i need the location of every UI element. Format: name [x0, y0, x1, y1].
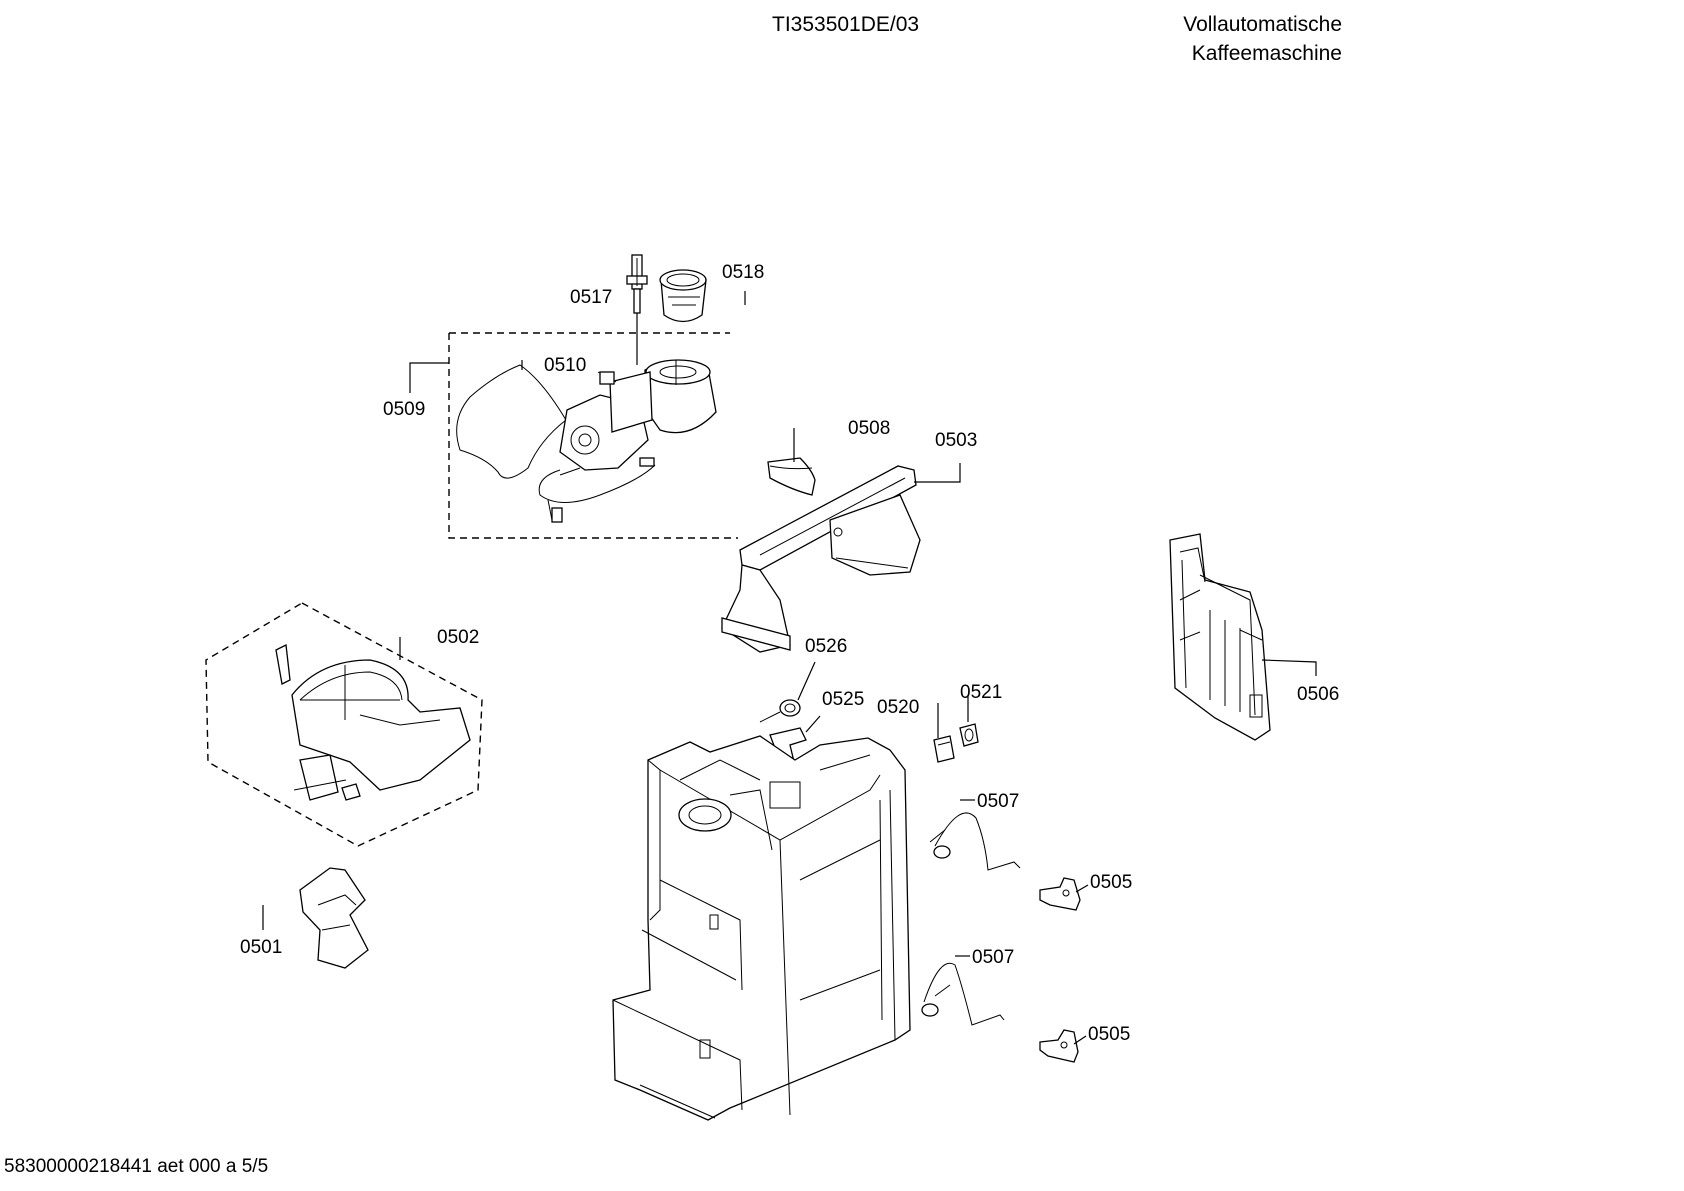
part-0517-pin-drawing [626, 254, 648, 314]
part-label-0508: 0508 [848, 418, 890, 439]
part-label-0509: 0509 [383, 399, 425, 420]
part-label-0501: 0501 [240, 937, 282, 958]
leader-0509 [409, 362, 449, 393]
part-0505-clamp-drawing-upper [1039, 877, 1081, 911]
leader-0525 [805, 715, 821, 733]
part-0506-board-drawing [1169, 533, 1271, 741]
model-number: TI353501DE/03 [772, 13, 919, 36]
leader-0505-upper [1075, 884, 1089, 893]
part-label-0526: 0526 [805, 636, 847, 657]
part-label-0505-upper: 0505 [1090, 872, 1132, 893]
description-line-2: Kaffeemaschine [1192, 42, 1342, 65]
part-0502-brew-unit-drawing [275, 644, 471, 801]
part-0518-cap-drawing [659, 269, 707, 323]
part-0507-cable-drawing-upper [929, 812, 1021, 871]
document-code: 58300000218441 aet 000 a 5/5 [4, 1156, 268, 1177]
leader-0505-lower [1073, 1035, 1087, 1045]
grinder-assembly-drawing [538, 359, 717, 523]
part-label-0503: 0503 [935, 430, 977, 451]
description-line-1: Vollautomatische [1183, 13, 1342, 36]
group-0502-boundary [205, 602, 483, 847]
part-label-0520: 0520 [877, 697, 919, 718]
part-0507-cable-drawing-lower [921, 962, 1005, 1026]
part-label-0525: 0525 [822, 689, 864, 710]
part-label-0518: 0518 [722, 262, 764, 283]
part-label-0506: 0506 [1297, 684, 1339, 705]
part-label-0507-lower: 0507 [972, 947, 1014, 968]
part-label-0510: 0510 [544, 355, 586, 376]
part-0520-clip-drawing [933, 735, 955, 763]
part-label-0505-lower: 0505 [1088, 1024, 1130, 1045]
leader-0526 [797, 661, 816, 701]
housing-frame-drawing [612, 735, 911, 1121]
part-label-0502: 0502 [437, 627, 479, 648]
part-label-0507-upper: 0507 [977, 791, 1019, 812]
part-label-0521: 0521 [960, 682, 1002, 703]
part-0526-spring-drawing [759, 699, 801, 723]
part-label-0517: 0517 [570, 287, 612, 308]
part-0510-gasket-drawing [456, 364, 567, 479]
leader-0503 [914, 463, 961, 483]
part-0508-chute-drawing [767, 457, 816, 496]
part-0503-duct-drawing [721, 465, 921, 653]
group-0509-boundary [448, 332, 738, 539]
leader-0506 [1261, 659, 1317, 676]
part-0505-clamp-drawing-lower [1039, 1029, 1079, 1063]
part-0521-clip-drawing [959, 723, 979, 747]
part-0501-bracket-drawing [299, 867, 369, 969]
